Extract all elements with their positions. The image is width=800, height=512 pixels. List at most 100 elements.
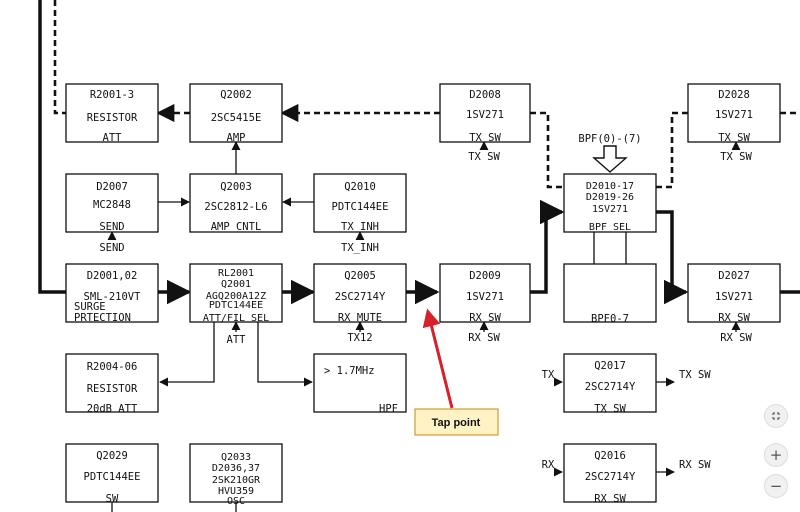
block-text: > 1.7MHz [324,365,375,377]
signal-d2028-ctrl: TX SW [720,151,752,163]
block-outline [189,83,283,143]
block-text: 2SC2812-L6 [204,201,267,213]
block-text: TX SW [469,132,501,144]
signal-tx-out: TX SW [679,369,711,381]
block-text: SW [106,493,119,505]
block-text: 1SV271 [715,291,753,303]
block-ref-label: Q2016 [594,450,626,462]
tap-point-box [414,408,499,436]
block-text: 1SV271 [715,109,753,121]
zoom-in-button[interactable]: + [764,443,788,467]
tap-point-callout: Tap point [414,308,499,436]
block-outline [313,263,407,323]
block-outline [313,353,407,413]
block-outline [65,263,159,323]
block-text: AMP [227,132,246,144]
block-ref-label: Q2003 [220,181,252,193]
block-text: D2036,37 [212,463,260,474]
block-text: PDTC144EE [332,201,389,213]
block-text: 1SV271 [466,291,504,303]
block-text: 2SK210GR [212,475,261,486]
block-text: MC2848 [93,199,131,211]
block-outline [189,173,283,233]
signal-att: ATT [227,334,247,346]
fit-to-screen-icon[interactable] [764,404,788,428]
block-ref-label: D2007 [96,181,128,193]
block-text: 2SC2714Y [585,471,636,483]
block-text: RX SW [469,312,501,324]
block-ref-label: Q2033 [221,452,251,463]
signal-rx-out: RX SW [679,459,711,471]
block-text: 2SC5415E [211,112,262,124]
block-ref-label: D2001,02 [87,270,138,282]
block-outline [65,83,159,143]
block-outline [65,443,159,503]
block-text: 1SV271 [592,204,628,215]
block-ref-label: RL2001 [218,268,254,279]
block-text: 1SV271 [466,109,504,121]
block-text: HVU359 [218,486,254,497]
zoom-out-button[interactable]: − [764,474,788,498]
block-text: PDTC144EE [84,471,141,483]
block-outline [189,443,283,503]
block-text: 20dB ATT [87,403,138,415]
block-ref-label: D2028 [718,89,750,101]
block-text: RESISTOR [87,383,138,395]
block-outline [563,173,657,233]
block-outline [65,353,159,413]
block-outline [313,173,407,233]
block-text: D2019-26 [586,192,634,203]
block-outline [439,263,531,323]
block-text: BPF0-7 [591,313,629,325]
signal-d2027-ctrl: RX SW [720,332,752,344]
block-ref-label: Q2010 [344,181,376,193]
block-text: SURGE [74,301,106,313]
block-text: TX SW [718,132,750,144]
block-outline [189,263,283,323]
block-text: SML-210VT [84,291,142,303]
block-ref-label: R2001-3 [90,89,134,101]
block-text: PRTECTION [74,312,131,324]
block-text: HPF [379,403,398,415]
block-ref-label: D2027 [718,270,750,282]
block-text: RESISTOR [87,112,138,124]
block-text: PDTC144EE [209,300,263,311]
block-text: RX SW [594,493,626,505]
signal-tx12: TX12 [347,332,372,344]
block-ref-label: Q2017 [594,360,626,372]
block-text: RX MUTE [338,312,382,324]
block-ref-label: Q2029 [96,450,128,462]
block-text: 2SC2714Y [585,381,636,393]
signal-bpf-ctrl: BPF(0)-(7) [578,133,641,145]
signal-tx-in: TX [542,369,555,381]
block-ref-label: D2010-17 [586,181,634,192]
block-text: ATT [103,132,123,144]
wires [38,0,800,512]
block-outline [65,173,159,233]
block-text: AMP CNTL [211,221,262,233]
block-outline [439,83,531,143]
block-text: RX SW [718,312,750,324]
block-text: Q2001 [221,279,251,290]
signal-tx-inh: TX_INH [341,242,379,254]
block-text: BPF SEL [589,222,631,233]
block-text: TX_INH [341,221,379,233]
block-ref-label: Q2002 [220,89,252,101]
block-outline [563,353,657,413]
signal-d2009-ctrl: RX SW [468,332,500,344]
tap-point-label: Tap point [432,417,481,429]
